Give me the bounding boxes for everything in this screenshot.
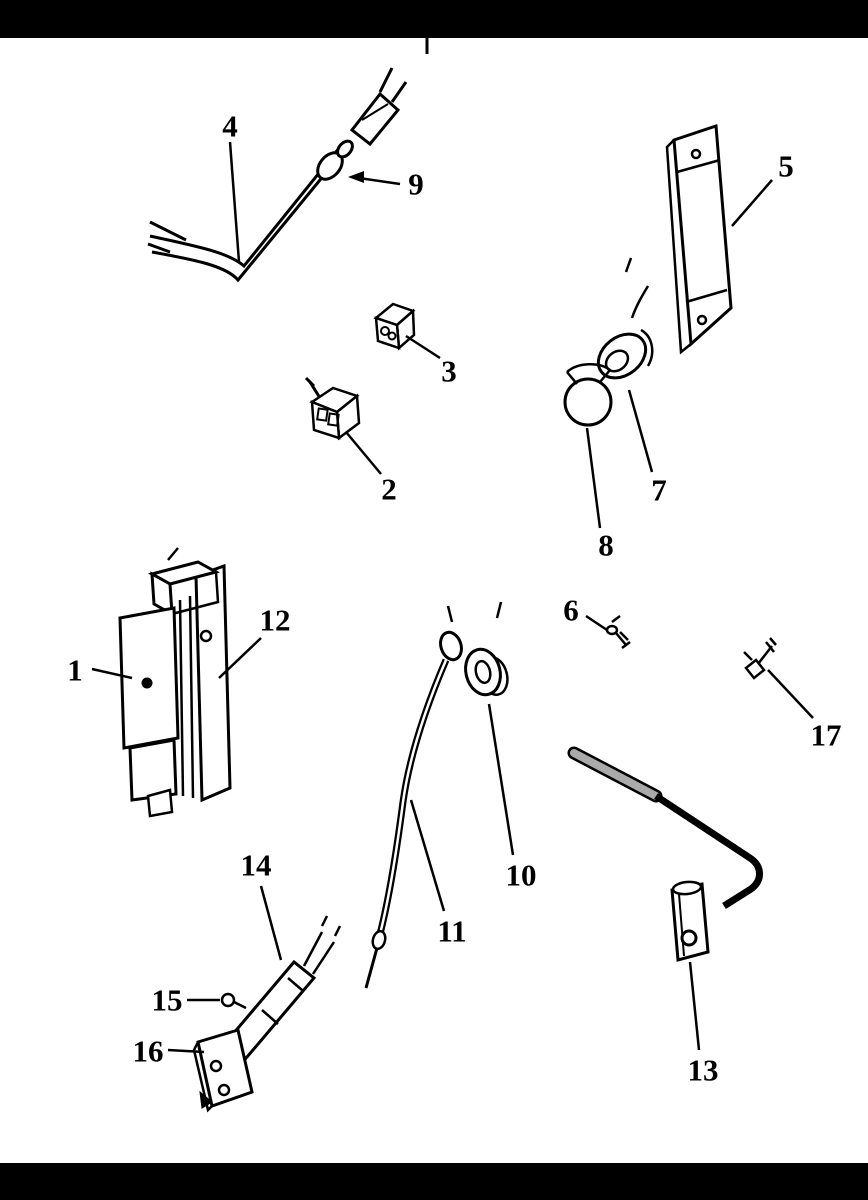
part6-screw xyxy=(605,615,631,649)
part15-screw xyxy=(220,992,247,1010)
part7-socket xyxy=(596,257,654,380)
part9-fitting xyxy=(316,139,354,181)
part8-bulb xyxy=(563,363,613,427)
part-label-10: 10 xyxy=(505,857,537,893)
part13-rod-clamp xyxy=(567,746,763,962)
part-label-7: 7 xyxy=(651,472,667,508)
part-label-15: 15 xyxy=(151,982,183,1018)
part-label-1: 1 xyxy=(67,652,83,688)
part-label-4: 4 xyxy=(222,108,238,144)
part4-plug xyxy=(349,67,408,147)
letterbox-top xyxy=(0,0,868,38)
part-label-12: 12 xyxy=(259,602,291,638)
part4-cable xyxy=(147,141,346,283)
part10-grommet xyxy=(439,601,509,697)
part17-fastener xyxy=(743,637,777,680)
part1-12-switch-assembly xyxy=(118,547,232,818)
leader-lines xyxy=(91,141,814,1054)
part-label-16: 16 xyxy=(132,1033,164,1069)
part2-connector xyxy=(304,376,361,441)
part5-plate xyxy=(665,123,733,355)
part-label-13: 13 xyxy=(687,1052,719,1088)
part3-connector xyxy=(373,302,416,351)
letterbox-bottom xyxy=(0,1163,868,1200)
part-label-14: 14 xyxy=(240,847,272,883)
part-label-6: 6 xyxy=(563,592,579,628)
part16-bracket xyxy=(192,1028,254,1113)
part-label-8: 8 xyxy=(598,527,614,563)
part-label-5: 5 xyxy=(778,148,794,184)
part-label-11: 11 xyxy=(437,913,467,949)
part11-cable xyxy=(364,658,450,989)
part-label-17: 17 xyxy=(810,717,842,753)
part-label-2: 2 xyxy=(381,471,397,507)
part-label-9: 9 xyxy=(408,166,424,202)
part-label-3: 3 xyxy=(441,353,457,389)
